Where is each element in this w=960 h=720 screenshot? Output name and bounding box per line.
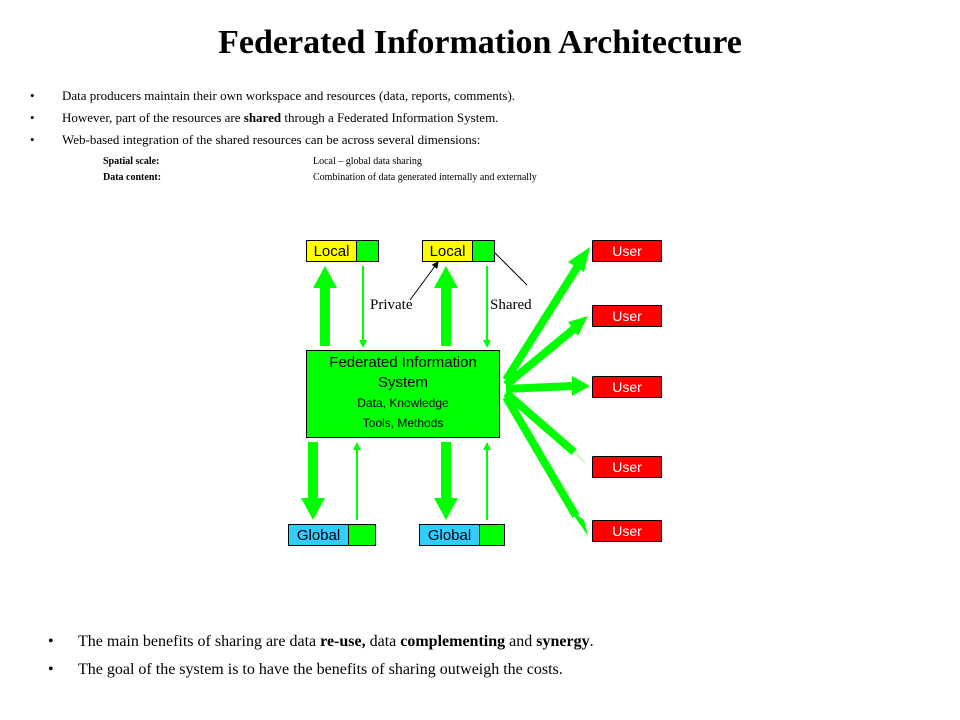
shared-label: Shared [490, 297, 532, 313]
local-shared-part [473, 241, 494, 261]
bullet-dot-icon: • [48, 661, 54, 678]
private-pointer [409, 261, 439, 301]
bullet-text: through a Federated Information System. [281, 110, 499, 125]
dimension-key: Data content: [103, 172, 162, 183]
bullet-text: Web-based integration of the shared reso… [62, 132, 481, 147]
dimension-value: Local – global data sharing [313, 156, 422, 167]
global-label: Global [289, 525, 349, 545]
bullet-text: . [589, 633, 594, 650]
global-source-2: Global [419, 524, 505, 546]
bullet-text: However, part of the resources are [62, 110, 244, 125]
benefits-bullets: • The main benefits of sharing are data … [48, 630, 928, 686]
bullet-text: data [365, 633, 401, 650]
user-box: User [592, 520, 662, 542]
bullet-dot-icon: • [30, 88, 35, 103]
local-source-1: Local [306, 240, 379, 262]
dimension-key: Spatial scale: [103, 156, 160, 167]
private-label: Private [370, 297, 413, 313]
user-box: User [592, 305, 662, 327]
bullet-emphasis: re-use, [320, 633, 366, 650]
dimension-value: Combination of data generated internally… [313, 172, 537, 183]
bullet-emphasis: shared [243, 110, 282, 125]
dimension-content: Data content: Combination of data genera… [103, 171, 703, 184]
bullet-dot-icon: • [30, 132, 35, 147]
page-title: Federated Information Architecture [218, 24, 742, 61]
local-source-2: Local [422, 240, 495, 262]
bullet-item: • Web-based integration of the shared re… [30, 130, 910, 152]
user-box: User [592, 376, 662, 398]
arrow-to-user-5 [502, 394, 580, 519]
arrow-to-user-4 [503, 389, 577, 456]
bullet-emphasis: synergy [536, 633, 590, 650]
intro-bullets: • Data producers maintain their own work… [30, 86, 910, 152]
bullet-dot-icon: • [48, 633, 54, 650]
bullet-emphasis: complementing [400, 633, 506, 650]
arrow-to-user-3 [505, 382, 573, 393]
arrow-fis-to-global-1 [301, 442, 325, 520]
bullet-text: The goal of the system is to have the be… [78, 661, 563, 678]
arrow-to-user-1 [502, 263, 582, 383]
shared-pointer [493, 251, 528, 286]
fis-title-line1: Federated Information [329, 354, 477, 371]
arrows-fis-to-users [502, 263, 582, 519]
federated-information-system: Federated Information System Data, Knowl… [306, 350, 500, 438]
user-box: User [592, 240, 662, 262]
bullet-item: • Data producers maintain their own work… [30, 86, 910, 108]
bullet-item: • The main benefits of sharing are data … [48, 630, 928, 658]
bullet-item: • The goal of the system is to have the … [48, 658, 928, 686]
arrow-fis-to-local-2 [434, 266, 458, 346]
local-label: Local [307, 241, 357, 261]
fis-contents-line2: Tools, Methods [362, 416, 444, 430]
bullet-text: The main benefits of sharing are data [78, 633, 321, 650]
local-label: Local [423, 241, 473, 261]
global-shared-part [349, 525, 375, 545]
dimension-spatial: Spatial scale: Local – global data shari… [103, 155, 703, 168]
bullet-dot-icon: • [30, 110, 35, 125]
arrow-fis-to-global-2 [434, 442, 458, 520]
bullet-item: • However, part of the resources are sha… [30, 108, 910, 130]
bullet-text: Data producers maintain their own worksp… [62, 88, 516, 103]
local-shared-part [357, 241, 378, 261]
arrow-to-user-2 [503, 324, 578, 389]
arrowheads-fis-to-users [568, 247, 590, 536]
global-label: Global [420, 525, 480, 545]
bullet-text: and [505, 633, 537, 650]
fis-contents-line1: Data, Knowledge [357, 396, 449, 410]
arrow-fis-to-local-1 [313, 266, 337, 346]
user-box: User [592, 456, 662, 478]
fis-title-line2: System [377, 374, 428, 391]
global-source-1: Global [288, 524, 376, 546]
global-shared-part [480, 525, 504, 545]
